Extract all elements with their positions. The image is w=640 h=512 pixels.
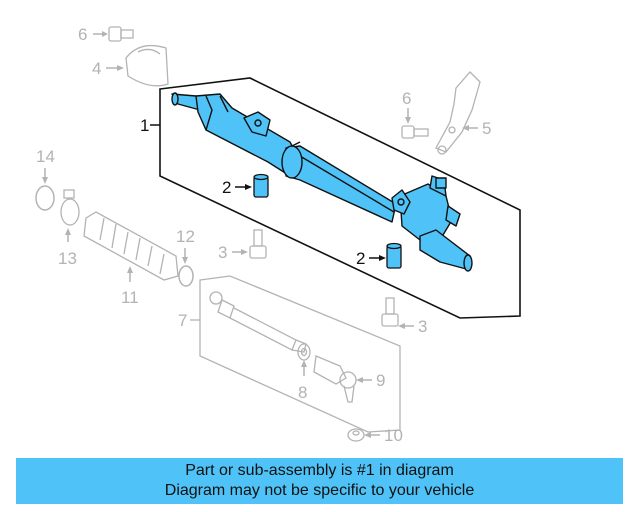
callout-number-6: 6 bbox=[402, 89, 411, 108]
bolt-6-top bbox=[108, 26, 134, 42]
callout-7[interactable]: 7 bbox=[178, 311, 200, 330]
callout-3-left[interactable]: 3 bbox=[218, 243, 248, 262]
callout-13[interactable]: 13 bbox=[58, 228, 77, 268]
parts-diagram: 6 4 1 bbox=[35, 25, 521, 445]
banner-line-1: Part or sub-assembly is #1 in diagram bbox=[185, 462, 454, 479]
bolt-6-right bbox=[401, 125, 429, 139]
snap-ring-14 bbox=[35, 185, 55, 211]
callout-2-right[interactable]: 2 bbox=[356, 249, 386, 268]
callout-number-6: 6 bbox=[78, 25, 87, 44]
callout-12[interactable]: 12 bbox=[176, 227, 195, 264]
callout-14[interactable]: 14 bbox=[36, 147, 55, 184]
callout-number-7: 7 bbox=[178, 311, 187, 330]
callout-number-12: 12 bbox=[176, 227, 195, 246]
callout-number-9: 9 bbox=[376, 371, 385, 390]
callout-2-left[interactable]: 2 bbox=[222, 178, 252, 197]
mounting-bracket-4 bbox=[125, 44, 169, 87]
callout-8[interactable]: 8 bbox=[298, 360, 307, 402]
callout-number-5: 5 bbox=[482, 119, 491, 138]
bushing-2-left bbox=[253, 173, 269, 198]
bolt-3-left bbox=[249, 229, 267, 259]
bushing-2-right bbox=[386, 242, 402, 269]
callout-6-right[interactable]: 6 bbox=[402, 89, 411, 124]
callout-number-11: 11 bbox=[121, 288, 139, 307]
callout-number-3: 3 bbox=[218, 243, 227, 262]
bolt-3-right bbox=[381, 297, 399, 327]
callout-4[interactable]: 4 bbox=[92, 59, 124, 78]
callout-6-top[interactable]: 6 bbox=[78, 25, 108, 44]
callout-number-8: 8 bbox=[298, 383, 307, 402]
callout-number-3: 3 bbox=[418, 317, 427, 336]
callout-number-1: 1 bbox=[140, 116, 149, 135]
callout-3-right[interactable]: 3 bbox=[398, 317, 427, 336]
clamp-12 bbox=[178, 265, 194, 287]
clamp-13 bbox=[60, 189, 80, 226]
callout-10[interactable]: 10 bbox=[364, 426, 403, 445]
boot-11 bbox=[83, 211, 179, 281]
callout-9[interactable]: 9 bbox=[356, 371, 385, 390]
nut-10 bbox=[347, 428, 365, 442]
callout-1[interactable]: 1 bbox=[140, 116, 160, 135]
steering-rack-1[interactable] bbox=[171, 92, 473, 272]
callout-5[interactable]: 5 bbox=[462, 119, 491, 138]
callout-number-2: 2 bbox=[356, 249, 365, 268]
callout-number-4: 4 bbox=[92, 59, 101, 78]
callout-number-2: 2 bbox=[222, 178, 231, 197]
info-banner: Part or sub-assembly is #1 in diagram Di… bbox=[16, 458, 623, 504]
steering-arm-5 bbox=[435, 71, 481, 155]
callout-number-13: 13 bbox=[58, 249, 77, 268]
callout-number-10: 10 bbox=[384, 426, 403, 445]
callout-number-14: 14 bbox=[36, 147, 55, 166]
inner-tie-rod-frame bbox=[199, 275, 401, 433]
assembly-1-frame bbox=[159, 77, 521, 319]
outer-tie-rod-end-9 bbox=[313, 355, 357, 403]
banner-line-2: Diagram may not be specific to your vehi… bbox=[164, 482, 475, 499]
callout-11[interactable]: 11 bbox=[121, 266, 139, 307]
